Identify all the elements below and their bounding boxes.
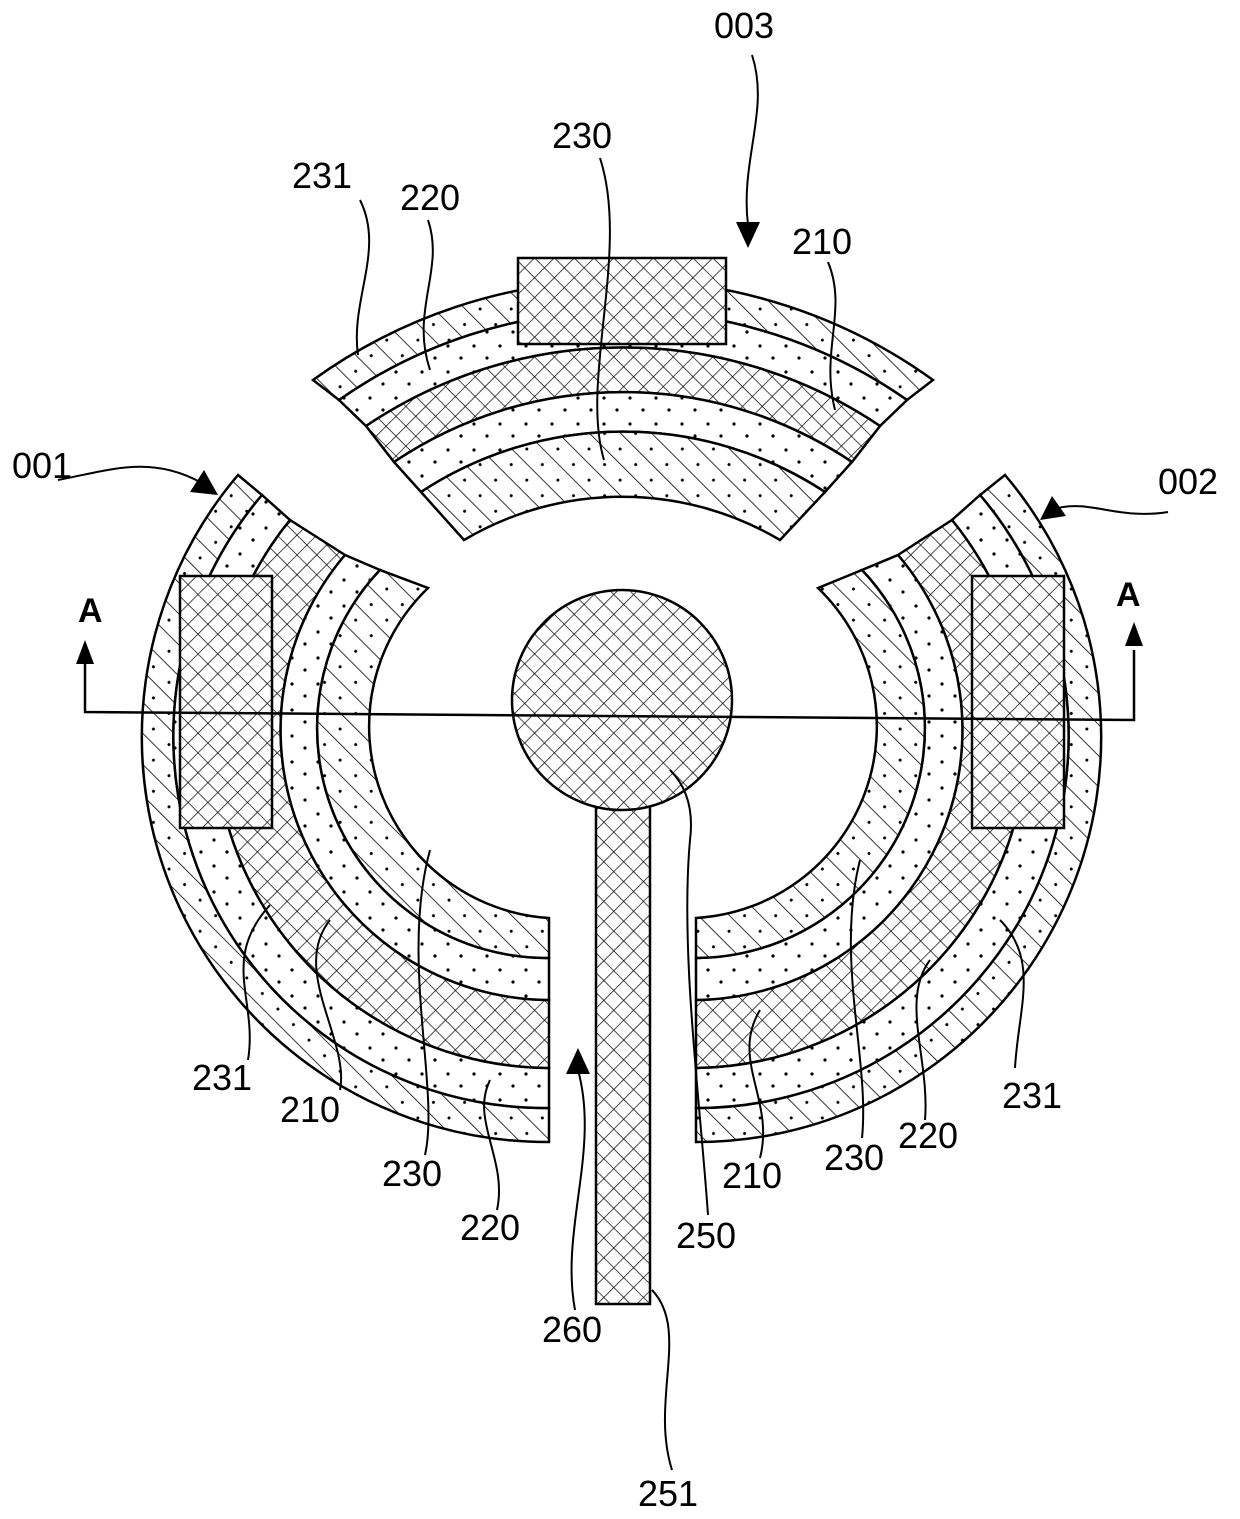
label-230-left: 230 <box>382 1153 442 1194</box>
segment-001 <box>142 475 549 1142</box>
section-arrow-icon <box>76 640 94 664</box>
lead-251 <box>596 800 650 1304</box>
label-003: 003 <box>714 5 774 46</box>
label-251: 251 <box>638 1473 698 1514</box>
label-231-left: 231 <box>192 1057 252 1098</box>
arrow-icon <box>736 222 760 248</box>
label-001: 001 <box>12 445 72 486</box>
label-section-a-right: A <box>1116 576 1141 614</box>
label-002: 002 <box>1158 461 1218 502</box>
label-260: 260 <box>542 1309 602 1350</box>
label-section-a-left: A <box>78 592 103 630</box>
arrow-icon <box>566 1048 590 1074</box>
label-231-top: 231 <box>292 155 352 196</box>
label-210-right: 210 <box>722 1155 782 1196</box>
label-220-left: 220 <box>460 1207 520 1248</box>
contact-pad-left <box>180 576 272 828</box>
contact-pad-top <box>518 258 726 344</box>
segment-003 <box>313 258 933 540</box>
label-220-right: 220 <box>898 1115 958 1156</box>
label-230-right: 230 <box>824 1137 884 1178</box>
section-arrow-icon <box>1125 622 1143 646</box>
pad-250 <box>512 590 732 810</box>
label-220-top: 220 <box>400 177 460 218</box>
label-231-right: 231 <box>1002 1075 1062 1116</box>
segment-002 <box>696 475 1101 1142</box>
label-210-top: 210 <box>792 221 852 262</box>
arrow-icon <box>190 470 218 495</box>
label-210-left: 210 <box>280 1089 340 1130</box>
label-230-top: 230 <box>552 115 612 156</box>
label-250: 250 <box>676 1215 736 1256</box>
contact-pad-right <box>972 576 1064 828</box>
